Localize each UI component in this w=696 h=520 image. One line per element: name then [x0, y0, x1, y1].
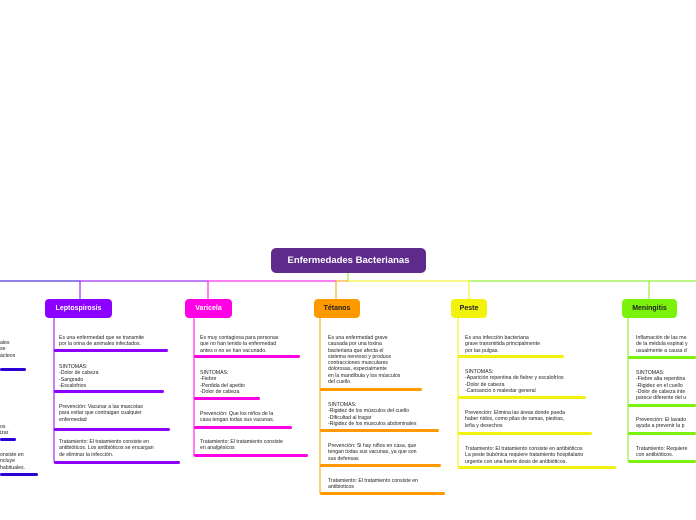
varicela-prevention[interactable]: Prevención: Que los niños de la casa ten… [200, 411, 275, 424]
tetanos-symptoms-underline [320, 429, 439, 432]
left-branch-underline-3 [0, 473, 38, 476]
topic-tetanos[interactable]: Tétanos [314, 299, 360, 318]
tetanos-treatment-underline [320, 492, 445, 495]
peste-treatment-underline [458, 466, 616, 469]
left-branch-underline-1 [0, 368, 26, 371]
peste-description-underline [458, 355, 564, 358]
peste-description[interactable]: Es una infección bacteriana grave transm… [465, 335, 540, 354]
leptospirosis-symptoms[interactable]: SINTOMAS: -Dolor de cabeza -Sangrado -Es… [59, 364, 99, 389]
leptospirosis-prevention[interactable]: Prevención: Vacunar a las mascotas para … [59, 404, 143, 423]
varicela-description[interactable]: Es muy contagiosa para personas que no h… [200, 335, 279, 354]
peste-prevention[interactable]: Prevención: Elimina las áreas donde pued… [465, 410, 566, 429]
varicela-symptoms[interactable]: SINTOMAS: -Fiebre -Perdida del apetito -… [200, 370, 245, 395]
topic-meningitis[interactable]: Meningitis [622, 299, 677, 318]
meningitis-treatment[interactable]: Tratamiento: Requiere con antibióticos. [636, 446, 688, 459]
varicela-treatment[interactable]: Tratamiento: El tratamiento consiste en … [200, 439, 283, 452]
meningitis-prevention[interactable]: Prevención: El lavado ayuda a prevenir l… [636, 417, 687, 430]
left-branch-note-1[interactable]: ales se ácteos [0, 340, 16, 359]
peste-treatment[interactable]: Tratamiento: El tratamiento consiste en … [465, 446, 584, 465]
topic-varicela[interactable]: Varicela [185, 299, 232, 318]
peste-symptoms-underline [458, 396, 586, 399]
left-branch-underline-2 [0, 438, 16, 441]
varicela-prevention-underline [194, 426, 292, 429]
left-branch-note-2[interactable]: os izar [0, 424, 9, 437]
leptospirosis-treatment-underline [54, 461, 180, 464]
meningitis-symptoms[interactable]: SINTOMAS: -Fiebre alta repentina -Rigide… [636, 370, 687, 402]
leptospirosis-prevention-underline [54, 428, 170, 431]
tetanos-treatment[interactable]: Tratamiento: El tratamiento consiste en … [328, 478, 419, 491]
left-branch-note-3[interactable]: onsiste en ncluye habituales. [0, 452, 26, 471]
tetanos-prevention[interactable]: Prevención: Si hay niños en casa, que te… [328, 443, 417, 462]
meningitis-symptoms-underline [628, 404, 696, 407]
topic-leptospirosis[interactable]: Leptospirosis [45, 299, 112, 318]
varicela-symptoms-underline [194, 397, 260, 400]
meningitis-prevention-underline [628, 432, 696, 435]
leptospirosis-symptoms-underline [54, 390, 164, 393]
leptospirosis-treatment[interactable]: Tratamiento: El tratamiento consiste en … [59, 439, 154, 458]
meningitis-treatment-underline [628, 460, 696, 463]
peste-prevention-underline [458, 432, 592, 435]
leptospirosis-description-underline [54, 349, 168, 352]
tetanos-symptoms[interactable]: SINTOMAS: -Rigidez de los músculos del c… [328, 402, 417, 427]
tetanos-description[interactable]: Es una enfermedad grave causada por una … [328, 335, 401, 386]
meningitis-description[interactable]: Inflamación de las me de la médula espin… [636, 335, 688, 354]
tetanos-prevention-underline [320, 464, 441, 467]
varicela-description-underline [194, 355, 300, 358]
meningitis-description-underline [628, 356, 696, 359]
topic-peste[interactable]: Peste [451, 299, 487, 318]
leptospirosis-description[interactable]: Es una enfermedad que se transmite por l… [59, 335, 145, 348]
tetanos-description-underline [320, 388, 422, 391]
varicela-treatment-underline [194, 454, 308, 457]
peste-symptoms[interactable]: SINTOMAS: -Aparición repentina de fiebre… [465, 369, 564, 394]
root-topic[interactable]: Enfermedades Bacterianas [271, 248, 426, 273]
